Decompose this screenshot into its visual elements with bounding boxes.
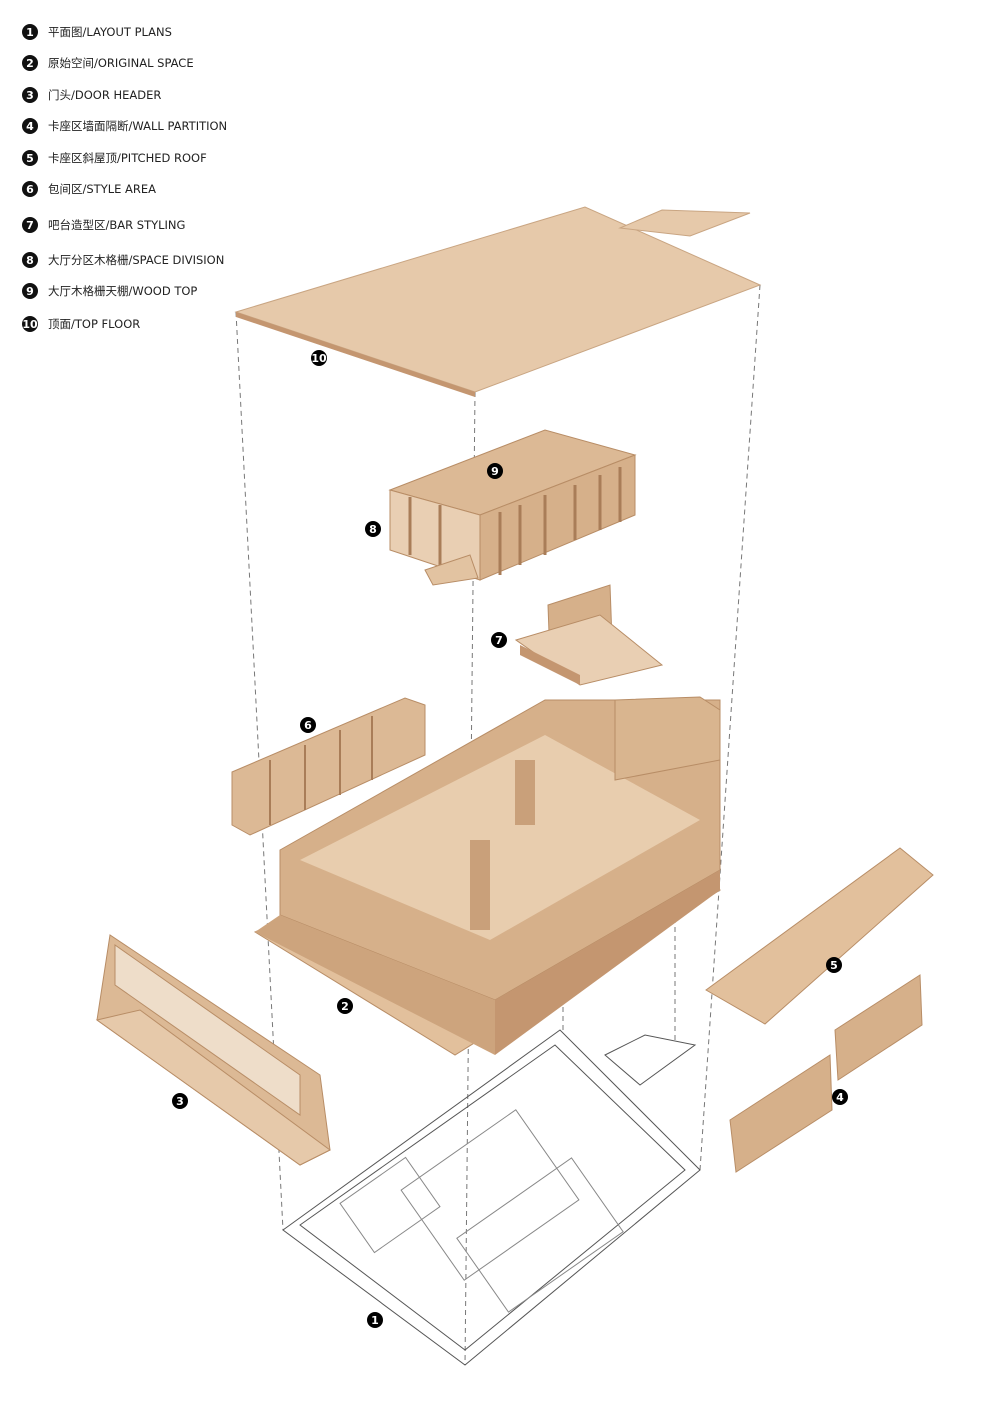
marker-7: 7 — [491, 632, 507, 648]
svg-text:5: 5 — [830, 959, 838, 972]
original-space — [253, 696, 722, 1056]
marker-10: 10 — [311, 350, 327, 366]
marker-6: 6 — [300, 717, 316, 733]
door-header — [95, 934, 331, 1166]
svg-text:8: 8 — [369, 523, 377, 536]
svg-text:4: 4 — [836, 1091, 844, 1104]
marker-8: 8 — [365, 521, 381, 537]
callout-markers: 10 9 8 7 6 2 3 5 4 1 — [172, 350, 848, 1328]
svg-text:1: 1 — [371, 1314, 379, 1327]
style-area — [231, 697, 426, 836]
bar-styling — [514, 584, 664, 686]
marker-4: 4 — [832, 1089, 848, 1105]
wood-top-space-division — [388, 429, 637, 586]
svg-text:9: 9 — [491, 465, 499, 478]
pitched-roof — [705, 847, 934, 1025]
marker-5: 5 — [826, 957, 842, 973]
top-floor-slab — [234, 206, 762, 397]
svg-text:2: 2 — [341, 1000, 349, 1013]
layout-plan — [282, 1029, 701, 1366]
svg-text:7: 7 — [495, 634, 503, 647]
svg-text:10: 10 — [311, 352, 327, 365]
marker-9: 9 — [487, 463, 503, 479]
marker-2: 2 — [337, 998, 353, 1014]
wall-partition — [729, 974, 923, 1173]
marker-1: 1 — [367, 1312, 383, 1328]
svg-text:3: 3 — [176, 1095, 184, 1108]
svg-text:6: 6 — [304, 719, 312, 732]
marker-3: 3 — [172, 1093, 188, 1109]
